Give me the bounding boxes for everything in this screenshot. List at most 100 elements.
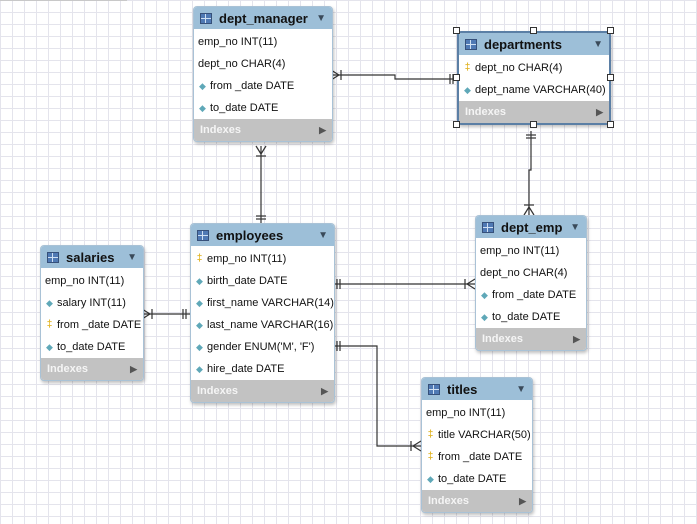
table-header[interactable]: departments ▼ bbox=[459, 33, 609, 55]
collapse-caret-icon[interactable]: ▼ bbox=[318, 229, 328, 241]
collapse-caret-icon[interactable]: ▼ bbox=[570, 221, 580, 233]
many-marker bbox=[260, 145, 267, 155]
column-row[interactable]: emp_no INT(11) bbox=[194, 31, 332, 53]
column-name: emp_no INT(11) bbox=[45, 275, 125, 287]
column-name: from _date DATE bbox=[210, 80, 295, 92]
column-list: emp_no INT(11) dept_no CHAR(4) ◆from _date… bbox=[476, 238, 586, 328]
table-icon bbox=[465, 38, 477, 50]
column-row[interactable]: ◆gender ENUM('M', 'F') bbox=[191, 336, 334, 358]
table-salaries[interactable]: salaries▼emp_no INT(11)◆salary INT(11)‡f… bbox=[40, 245, 144, 381]
column-row[interactable]: dept_no CHAR(4) bbox=[194, 53, 332, 75]
column-row[interactable]: emp_no INT(11) bbox=[476, 240, 586, 262]
column-row[interactable]: ◆to_date DATE bbox=[476, 306, 586, 328]
column-name: dept_no CHAR(4) bbox=[480, 267, 568, 279]
top-divider bbox=[0, 0, 127, 1]
rel-employees-titles bbox=[333, 345, 421, 447]
primary-key-icon: ‡ bbox=[196, 253, 203, 264]
column-name: to_date DATE bbox=[210, 102, 279, 114]
expand-arrow-icon[interactable]: ▶ bbox=[519, 495, 526, 506]
table-dept-emp[interactable]: dept_emp▼emp_no INT(11) dept_no CHAR(4) ◆f… bbox=[475, 215, 587, 351]
column-name: hire_date DATE bbox=[207, 363, 285, 375]
column-row[interactable]: ◆to_date DATE bbox=[422, 468, 532, 490]
table-title: departments bbox=[484, 36, 563, 52]
table-title: dept_manager bbox=[219, 10, 308, 26]
resize-handle[interactable] bbox=[453, 74, 460, 81]
column-row[interactable]: ‡from _date DATE bbox=[41, 314, 143, 336]
indexes-footer[interactable]: Indexes▶ bbox=[194, 119, 332, 141]
table-header[interactable]: dept_manager ▼ bbox=[194, 7, 332, 29]
column-diamond-icon: ◆ bbox=[196, 364, 203, 374]
column-row[interactable]: emp_no INT(11) bbox=[422, 402, 532, 424]
table-departments[interactable]: departments ▼ ‡dept_no CHAR(4)◆dept_name V… bbox=[457, 31, 611, 125]
column-diamond-icon: ◆ bbox=[46, 342, 53, 352]
column-name: birth_date DATE bbox=[207, 275, 288, 287]
column-name: emp_no INT(11) bbox=[426, 407, 506, 419]
table-icon bbox=[482, 221, 494, 233]
expand-arrow-icon[interactable]: ▶ bbox=[573, 333, 580, 344]
resize-handle[interactable] bbox=[453, 27, 460, 34]
table-title: titles bbox=[447, 381, 478, 397]
table-header[interactable]: titles ▼ bbox=[422, 378, 532, 400]
table-titles[interactable]: titles ▼ emp_no INT(11) ‡title VARCHAR(50)‡… bbox=[421, 377, 533, 513]
collapse-caret-icon[interactable]: ▼ bbox=[516, 383, 526, 395]
column-row[interactable]: ◆dept_name VARCHAR(40) bbox=[459, 79, 609, 101]
column-row[interactable]: dept_no CHAR(4) bbox=[476, 262, 586, 284]
column-name: emp_no INT(11) bbox=[207, 253, 287, 265]
column-row[interactable]: ◆from _date DATE bbox=[476, 284, 586, 306]
column-name: dept_name VARCHAR(40) bbox=[475, 84, 606, 96]
expand-arrow-icon[interactable]: ▶ bbox=[321, 385, 328, 396]
column-row[interactable]: ◆to_date DATE bbox=[194, 97, 332, 119]
resize-handle[interactable] bbox=[530, 27, 537, 34]
indexes-footer[interactable]: Indexes▶ bbox=[191, 380, 334, 402]
column-row[interactable]: ◆to_date DATE bbox=[41, 336, 143, 358]
column-row[interactable]: ◆from _date DATE bbox=[194, 75, 332, 97]
column-diamond-icon: ◆ bbox=[196, 298, 203, 308]
expand-arrow-icon[interactable]: ▶ bbox=[130, 363, 137, 374]
column-row[interactable]: ‡dept_no CHAR(4) bbox=[459, 57, 609, 79]
column-row[interactable]: ◆first_name VARCHAR(14) bbox=[191, 292, 334, 314]
column-diamond-icon: ◆ bbox=[196, 276, 203, 286]
column-name: dept_no CHAR(4) bbox=[198, 58, 286, 70]
table-employees[interactable]: employees▼ ‡ emp_no INT(11) ◆ birth_date DAT… bbox=[190, 223, 335, 403]
column-name: gender ENUM('M', 'F') bbox=[207, 341, 315, 353]
rel-departments-dept-emp bbox=[528, 131, 532, 215]
column-list: ‡dept_no CHAR(4)◆dept_name VARCHAR(40) bbox=[459, 55, 609, 101]
many-marker bbox=[466, 283, 476, 290]
resize-handle[interactable] bbox=[607, 27, 614, 34]
table-header[interactable]: dept_emp▼ bbox=[476, 216, 586, 238]
column-row[interactable]: ‡from _date DATE bbox=[422, 446, 532, 468]
table-icon bbox=[197, 229, 209, 241]
column-row[interactable]: ‡title VARCHAR(50) bbox=[422, 424, 532, 446]
column-list: emp_no INT(11) dept_no CHAR(4) ◆from _date… bbox=[194, 29, 332, 119]
indexes-footer[interactable]: Indexes▶ bbox=[459, 101, 609, 123]
collapse-caret-icon[interactable]: ▼ bbox=[593, 38, 603, 50]
column-row[interactable]: ‡ emp_no INT(11) bbox=[191, 248, 334, 270]
table-header[interactable]: salaries▼ bbox=[41, 246, 143, 268]
column-row[interactable]: ◆salary INT(11) bbox=[41, 292, 143, 314]
column-row[interactable]: emp_no INT(11) bbox=[41, 270, 143, 292]
primary-key-icon: ‡ bbox=[464, 62, 471, 73]
indexes-footer[interactable]: Indexes▶ bbox=[41, 358, 143, 380]
column-row[interactable]: ◆ hire_date DATE bbox=[191, 358, 334, 380]
column-row[interactable]: ◆ birth_date DATE bbox=[191, 270, 334, 292]
expand-arrow-icon[interactable]: ▶ bbox=[319, 124, 326, 135]
resize-handle[interactable] bbox=[530, 121, 537, 128]
many-marker bbox=[528, 206, 535, 216]
collapse-caret-icon[interactable]: ▼ bbox=[127, 251, 137, 263]
column-name: from _date DATE bbox=[492, 289, 577, 301]
column-name: to_date DATE bbox=[438, 473, 507, 485]
column-name: from _date DATE bbox=[57, 319, 142, 331]
resize-handle[interactable] bbox=[607, 74, 614, 81]
table-dept-manager[interactable]: dept_manager ▼ emp_no INT(11) dept_no CHAR(… bbox=[193, 6, 333, 142]
resize-handle[interactable] bbox=[453, 121, 460, 128]
column-row[interactable]: ◆last_name VARCHAR(16) bbox=[191, 314, 334, 336]
indexes-footer[interactable]: Indexes▶ bbox=[422, 490, 532, 512]
table-header[interactable]: employees▼ bbox=[191, 224, 334, 246]
many-marker bbox=[523, 206, 530, 216]
collapse-caret-icon[interactable]: ▼ bbox=[316, 12, 326, 24]
indexes-footer[interactable]: Indexes ▶ bbox=[476, 328, 586, 350]
column-name: salary INT(11) bbox=[57, 297, 126, 309]
indexes-label: Indexes bbox=[482, 333, 523, 345]
expand-arrow-icon[interactable]: ▶ bbox=[596, 106, 603, 117]
resize-handle[interactable] bbox=[607, 121, 614, 128]
